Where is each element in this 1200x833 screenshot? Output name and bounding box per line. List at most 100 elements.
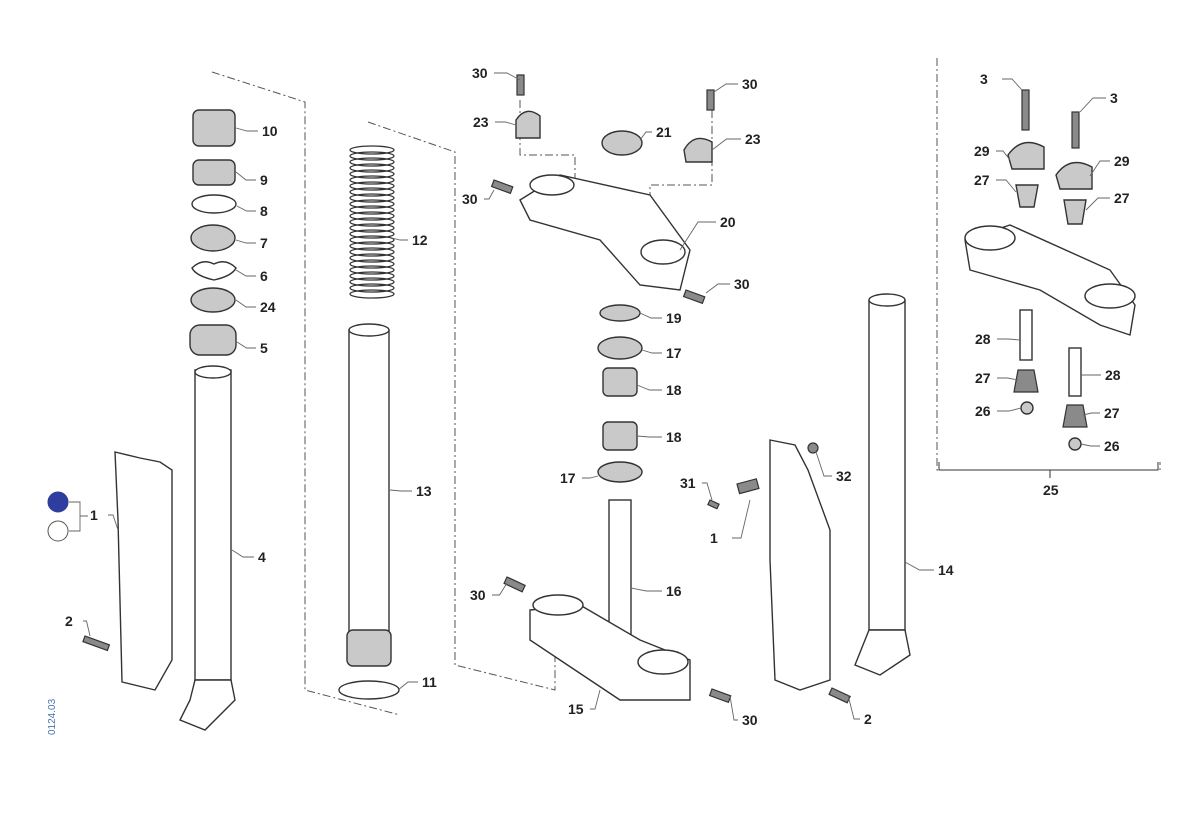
callout-leader <box>492 582 508 596</box>
callout-leader <box>1082 412 1100 416</box>
spring-coil <box>349 241 395 251</box>
handlebar-clamp-kit-group <box>938 89 1159 478</box>
callout-leader <box>484 189 495 200</box>
callout-number: 12 <box>412 232 428 248</box>
callout-leader <box>235 299 256 308</box>
color-option-blue <box>47 491 69 513</box>
callout-leader <box>1089 160 1110 177</box>
callout-number: 4 <box>258 549 266 565</box>
callout-leader <box>1080 443 1100 447</box>
callout-number: 17 <box>666 345 682 361</box>
left-fork-parts <box>82 109 237 731</box>
callout-leader <box>705 283 730 294</box>
spring-coil <box>349 181 395 191</box>
callout-leader <box>641 349 662 354</box>
callout-number: 19 <box>666 310 682 326</box>
callout-number: 30 <box>742 76 758 92</box>
callout-number: 31 <box>680 475 696 491</box>
callout-leader <box>679 221 716 251</box>
callout-number: 27 <box>975 370 991 386</box>
callout-number: 2 <box>65 613 73 629</box>
color-option-white <box>47 520 69 542</box>
callout-number: 7 <box>260 235 268 251</box>
spring-coil <box>349 193 395 203</box>
spring-coil <box>349 247 395 257</box>
callout-leader <box>997 377 1019 381</box>
callout-leader <box>997 338 1021 341</box>
spring-coil <box>349 289 395 299</box>
callout-number: 29 <box>1114 153 1130 169</box>
callout-leader <box>231 549 254 558</box>
spring-coil <box>349 259 395 269</box>
spring-coil <box>349 163 395 173</box>
callout-number: 30 <box>472 65 488 81</box>
callout-leader <box>397 681 418 691</box>
callout-number: 2 <box>864 711 872 727</box>
callout-leader <box>996 150 1011 161</box>
callout-number: 6 <box>260 268 268 284</box>
spring-coil <box>349 145 395 155</box>
callout-number: 30 <box>742 712 758 728</box>
callout-number: 17 <box>560 470 576 486</box>
callout-number: 23 <box>745 131 761 147</box>
callout-leader <box>639 312 662 319</box>
callout-leader <box>847 694 860 720</box>
spring-coil <box>349 277 395 287</box>
callout-number: 1 <box>710 530 718 546</box>
callout-leader <box>636 384 662 391</box>
callout-number: 26 <box>975 403 991 419</box>
callout-number: 32 <box>836 468 852 484</box>
callout-leader <box>590 689 601 710</box>
callout-number: 27 <box>1104 405 1120 421</box>
spring-coil <box>349 223 395 233</box>
callout-number: 8 <box>260 203 268 219</box>
callout-leader <box>389 489 412 492</box>
callouts: 1098762451213114123023302130232030191718… <box>65 65 1130 728</box>
callout-leader <box>235 127 258 132</box>
callout-leader <box>732 499 751 539</box>
callout-leader <box>391 237 408 241</box>
callout-number: 28 <box>1105 367 1121 383</box>
callout-leader <box>711 138 741 151</box>
drawing-code: 0124.03 <box>47 698 58 735</box>
callout-leader <box>495 121 517 126</box>
callout-leader <box>630 587 662 592</box>
callout-number: 1 <box>90 507 98 523</box>
callout-number: 21 <box>656 124 672 140</box>
callout-leader <box>702 482 713 501</box>
callout-number: 24 <box>260 299 276 315</box>
callout-leader <box>235 269 256 277</box>
spring-coil <box>349 151 395 161</box>
callout-leader <box>236 205 256 212</box>
spring-coil <box>349 283 395 293</box>
callout-number: 20 <box>720 214 736 230</box>
callout-leader <box>582 475 599 479</box>
callout-number: 29 <box>974 143 990 159</box>
callout-number: 13 <box>416 483 432 499</box>
callout-number: 14 <box>938 562 954 578</box>
callout-number: 10 <box>262 123 278 139</box>
spring-coil <box>349 187 395 197</box>
callout-leader <box>996 179 1017 193</box>
spring-coil <box>349 211 395 221</box>
callout-leader <box>1079 97 1106 113</box>
spring-coil <box>349 265 395 275</box>
spring-coil <box>349 217 395 227</box>
spring-coil <box>349 199 395 209</box>
spring-coil <box>349 157 395 167</box>
callout-number: 26 <box>1104 438 1120 454</box>
callout-leader <box>494 72 521 81</box>
spring-coil <box>349 205 395 215</box>
callout-number: 3 <box>980 71 988 87</box>
callout-leader <box>83 620 91 637</box>
steering-parts <box>490 74 732 704</box>
callout-number: 23 <box>473 114 489 130</box>
callout-number: 11 <box>422 674 437 690</box>
spring-coil <box>349 271 395 281</box>
callout-number: 18 <box>666 382 682 398</box>
spring-coil <box>349 229 395 239</box>
callout-number: 28 <box>975 331 991 347</box>
callout-leader <box>997 407 1022 412</box>
group-label: 25 <box>1043 482 1059 498</box>
